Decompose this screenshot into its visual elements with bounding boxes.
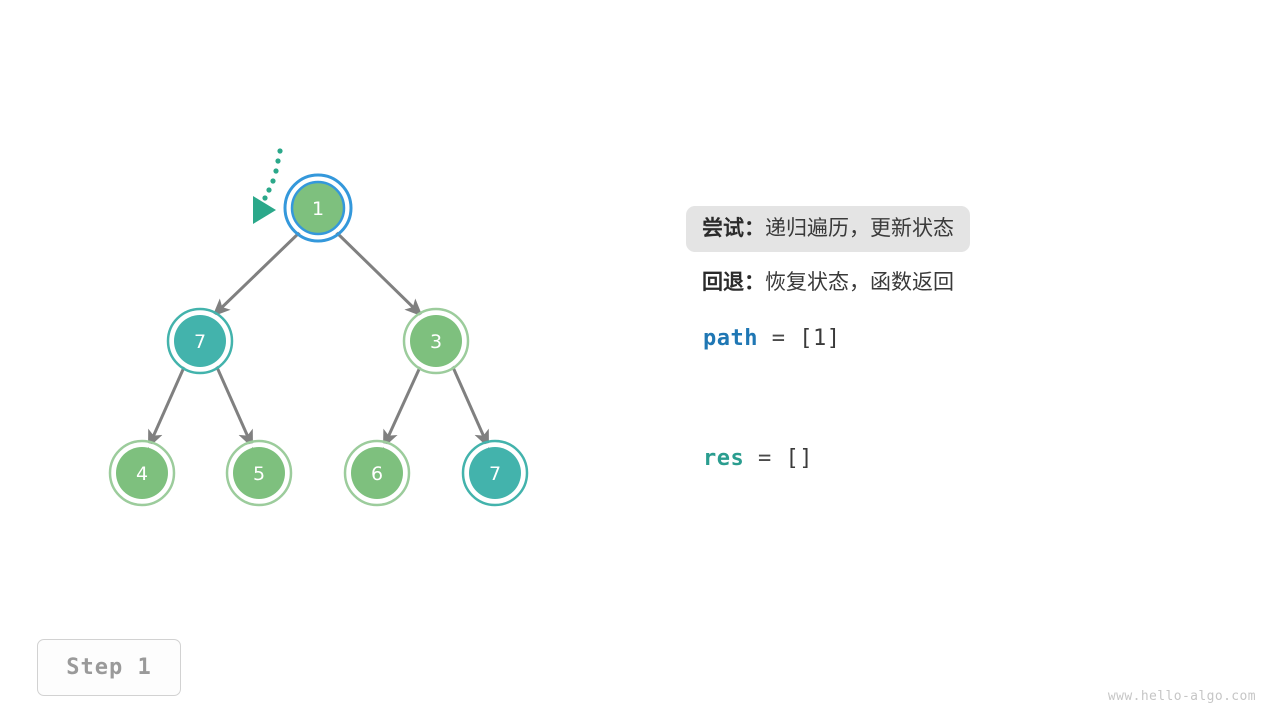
node-body [351,447,403,499]
node-label: 3 [430,331,442,353]
edge-3-6 [382,364,423,449]
node-label: 6 [371,463,383,485]
edge-7-4 [147,364,187,449]
tree-node-3[interactable]: 3 [402,307,470,375]
node-label: 5 [253,463,265,485]
node-label: 4 [136,463,148,485]
pointer-trail-dot [275,158,281,164]
node-gap [464,442,526,504]
node-gap [405,310,467,372]
node-ring [283,173,353,243]
tree-node-6[interactable]: 6 [343,439,411,507]
tree-node-7-left[interactable]: 7 [166,307,234,375]
node-gap [346,442,408,504]
tree-edges [147,229,490,449]
res-variable-name: res [703,446,745,471]
try-step-row: 尝试：递归遍历，更新状态 [686,206,970,252]
node-body [469,447,521,499]
pointer-trail-dot [262,195,268,201]
node-label: 1 [312,198,324,220]
node-gap [169,310,231,372]
step-badge-label: Step 1 [66,655,152,680]
node-ring [461,439,529,507]
try-step-text: 递归遍历，更新状态 [765,216,954,240]
edge-3-7 [450,364,490,449]
res-state-line: res = [] [703,446,813,471]
node-ring [402,307,470,375]
node-gap [287,177,349,239]
node-body [410,315,462,367]
path-equals-sign: = [757,326,800,351]
tree-node-7-right[interactable]: 7 [461,439,529,507]
path-value: [1] [799,326,841,351]
node-ring [108,439,176,507]
node-label: 7 [489,463,501,485]
res-value: [] [785,446,813,471]
site-watermark: www.hello-algo.com [1107,689,1256,704]
node-gap [111,442,173,504]
backtrack-step-line: 回退：恢复状态，函数返回 [702,270,954,294]
explanation-panel: 尝试：递归遍历，更新状态 回退：恢复状态，函数返回 path = [1] res… [686,206,1246,471]
res-equals-sign: = [744,446,786,471]
pointer-trail-dot [266,187,272,193]
node-body [290,180,346,236]
traversal-pointer [253,148,283,224]
node-ring [166,307,234,375]
try-step-line: 尝试：递归遍历，更新状态 [702,216,954,240]
tree-node-1[interactable]: 1 [283,173,353,243]
edge-7-5 [214,364,254,449]
pointer-triangle-icon [253,196,276,224]
path-state-line: path = [1] [703,326,840,351]
pointer-trail-dot [277,148,283,154]
binary-tree-graphic: 1 7 3 4 5 [108,148,529,507]
edge-1-3 [333,229,423,317]
path-variable-name: path [703,326,758,351]
tree-node-4[interactable]: 4 [108,439,176,507]
edge-1-7 [212,229,303,317]
node-gap [228,442,290,504]
backtrack-step-row: 回退：恢复状态，函数返回 [686,260,970,306]
node-ring [343,439,411,507]
node-body [116,447,168,499]
try-step-label: 尝试： [702,216,765,240]
step-badge: Step 1 [37,639,181,696]
node-ring [225,439,293,507]
backtrack-step-label: 回退： [702,270,765,294]
pointer-trail-dot [273,168,279,174]
node-body [233,447,285,499]
node-body [174,315,226,367]
tree-node-5[interactable]: 5 [225,439,293,507]
node-label: 7 [194,331,206,353]
pointer-trail-dot [270,178,276,184]
backtrack-step-text: 恢复状态，函数返回 [765,270,954,294]
